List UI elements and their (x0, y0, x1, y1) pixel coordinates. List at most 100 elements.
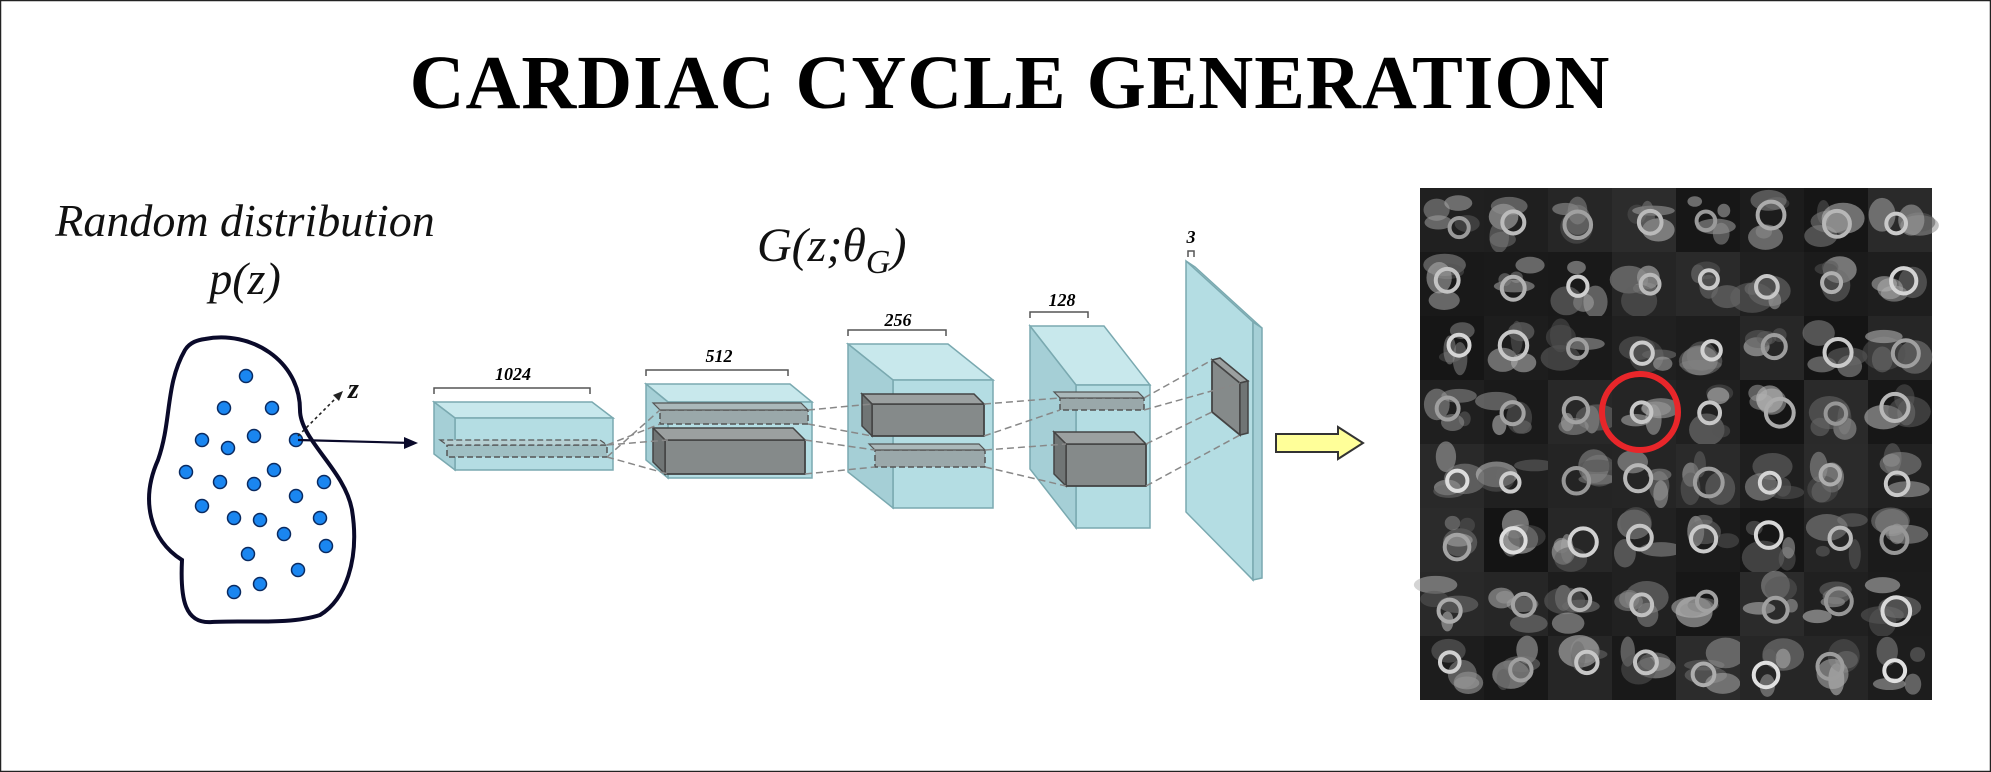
frame-tile (1548, 634, 1612, 700)
frame-tile (1862, 316, 1933, 380)
frame-tile (1804, 444, 1868, 508)
frame-tile (1676, 188, 1740, 252)
sample-dot (216, 400, 232, 416)
sample-dot (178, 464, 194, 480)
frame-tile (1484, 508, 1548, 572)
layer-256-label: 256 (884, 310, 912, 330)
frame-tile (1804, 252, 1868, 316)
frame-tile (1612, 380, 1681, 444)
layer-1024-block: 1024 (431, 364, 616, 472)
frame-tile (1420, 188, 1484, 252)
sample-dot (290, 562, 306, 578)
sample-dot (226, 510, 242, 526)
sample-dot (252, 576, 268, 592)
frame-tile (1860, 572, 1932, 637)
distribution-blob: z (147, 335, 418, 625)
frame-tile (1420, 252, 1484, 316)
sample-dot (316, 474, 332, 490)
frame-tile (1740, 636, 1805, 700)
frame-tile (1548, 444, 1618, 508)
sample-dot (276, 526, 292, 542)
frame-tile (1484, 316, 1548, 380)
layer-3-label: 3 (1186, 227, 1196, 247)
frame-tile (1676, 380, 1740, 446)
sample-dot (266, 462, 282, 478)
frame-tile (1804, 508, 1868, 572)
z-arrow (297, 438, 413, 445)
sample-dot (246, 476, 262, 492)
layer-512-label: 512 (706, 346, 733, 366)
frame-tile (1484, 572, 1548, 636)
frame-tile (1868, 443, 1932, 508)
frame-tile (1420, 316, 1484, 380)
output-arrow (1275, 425, 1365, 461)
frame-tile (1612, 636, 1676, 700)
frame-tile (1740, 380, 1804, 444)
frame-tile (1740, 316, 1804, 380)
highlight-ring (1599, 371, 1681, 453)
frame-tile (1420, 441, 1486, 508)
layer-128-label: 128 (1049, 290, 1076, 310)
frame-tile (1802, 572, 1868, 636)
frame-tile (1676, 508, 1740, 572)
frame-tile (1802, 316, 1868, 380)
frame-tile (1484, 188, 1548, 253)
frame-tile (1804, 636, 1868, 700)
frame-tile (1548, 188, 1612, 252)
generated-frames-grid (1413, 188, 1939, 700)
frame-tile (1804, 188, 1868, 252)
generator-label-close: ) (890, 219, 907, 272)
z-label: z (347, 374, 359, 405)
sample-dot (220, 440, 236, 456)
frame-tile (1868, 507, 1932, 572)
sample-dot (238, 368, 254, 384)
sample-dot (226, 584, 242, 600)
frame-tile (1868, 188, 1939, 252)
frame-tile (1868, 252, 1932, 316)
frame-tile (1740, 444, 1805, 508)
frame-tile (1484, 635, 1548, 700)
frame-tile (1475, 380, 1548, 444)
frame-tile (1612, 444, 1676, 509)
sample-dot (318, 538, 334, 554)
frame-tile (1612, 316, 1677, 380)
frame-tile (1420, 636, 1484, 700)
sample-dot (212, 474, 228, 490)
frame-tile (1475, 444, 1556, 508)
generator-label-sub: G (865, 244, 891, 281)
generator-label-main: G(z;θ (757, 219, 866, 272)
frame-tile (1544, 572, 1612, 636)
sample-dot (312, 510, 328, 526)
frame-tile (1676, 636, 1746, 700)
frame-tile (1864, 380, 1932, 444)
frame-tile (1612, 507, 1683, 572)
frame-tile (1413, 572, 1484, 636)
sample-dot (252, 512, 268, 528)
layer-connections (606, 359, 1241, 487)
frame-tile (1804, 380, 1868, 444)
frame-tile (1676, 252, 1743, 316)
page-title: CARDIAC CYCLE GENERATION (409, 41, 1611, 125)
distribution-label-line2: p(z) (209, 253, 281, 304)
sample-dot (194, 432, 210, 448)
frame-tile (1612, 572, 1676, 636)
frame-tile (1548, 252, 1612, 319)
sample-dot (288, 488, 304, 504)
sample-dot (264, 400, 280, 416)
frame-tile (1676, 316, 1740, 380)
frame-tile (1740, 570, 1804, 636)
frame-tile (1730, 252, 1804, 316)
frame-tile (1540, 316, 1612, 380)
sample-dot (194, 498, 210, 514)
layer-1024-label: 1024 (495, 364, 531, 384)
frame-tile (1612, 188, 1676, 252)
frame-tile (1548, 380, 1619, 444)
frame-tile (1671, 572, 1740, 636)
sample-dots (178, 368, 334, 600)
frame-tile (1740, 508, 1804, 575)
frame-tile (1420, 508, 1484, 572)
frame-tile (1868, 636, 1932, 700)
distribution-label: Random distribution p(z) (30, 192, 460, 308)
frame-tile (1740, 188, 1804, 252)
